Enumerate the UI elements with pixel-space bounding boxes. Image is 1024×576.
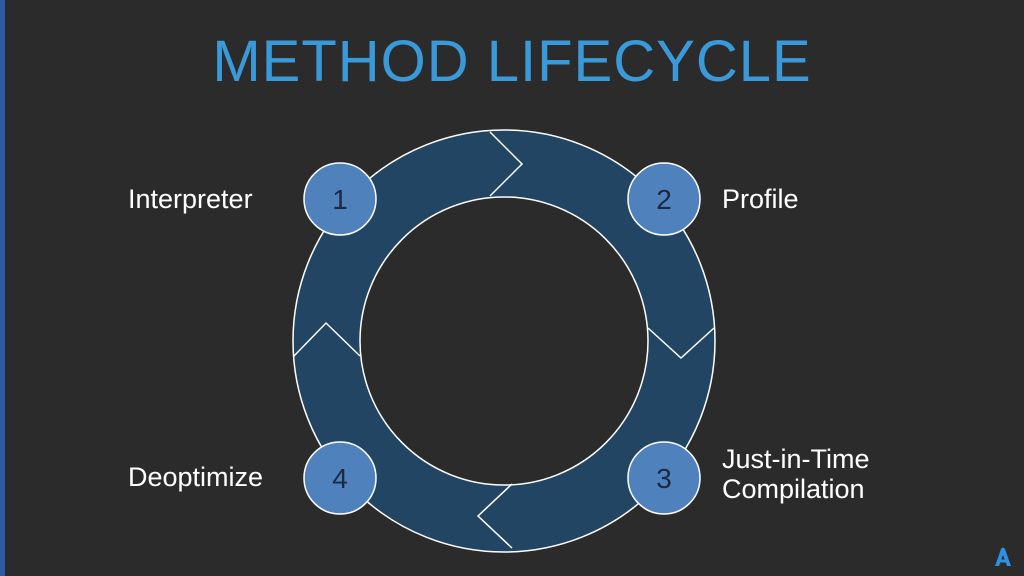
step-label-deoptimize: Deoptimize (128, 462, 264, 492)
step-node-2: 2 (627, 162, 701, 236)
step-number-3: 3 (656, 463, 672, 494)
step-node-1: 1 (303, 162, 377, 236)
arrow-chevron-left (293, 321, 361, 357)
brand-logo-icon (995, 547, 1011, 566)
step-number-4: 4 (332, 463, 348, 494)
left-accent-stripe (0, 0, 5, 576)
step-label-profile: Profile (722, 184, 799, 214)
arrow-chevron-top (489, 131, 524, 197)
arrow-chevron-right (647, 327, 715, 360)
arrow-chevron-bottom (476, 483, 513, 549)
step-label-interpreter: Interpreter (128, 184, 253, 214)
step-number-1: 1 (332, 184, 348, 215)
step-number-2: 2 (656, 184, 672, 215)
step-label-jit-compilation: Just-in-Time Compilation (722, 444, 870, 504)
step-node-3: 3 (627, 441, 701, 515)
cycle-ring-inner-edge (359, 196, 649, 486)
page-title: METHOD LIFECYCLE (212, 29, 812, 94)
step-node-4: 4 (303, 441, 377, 515)
